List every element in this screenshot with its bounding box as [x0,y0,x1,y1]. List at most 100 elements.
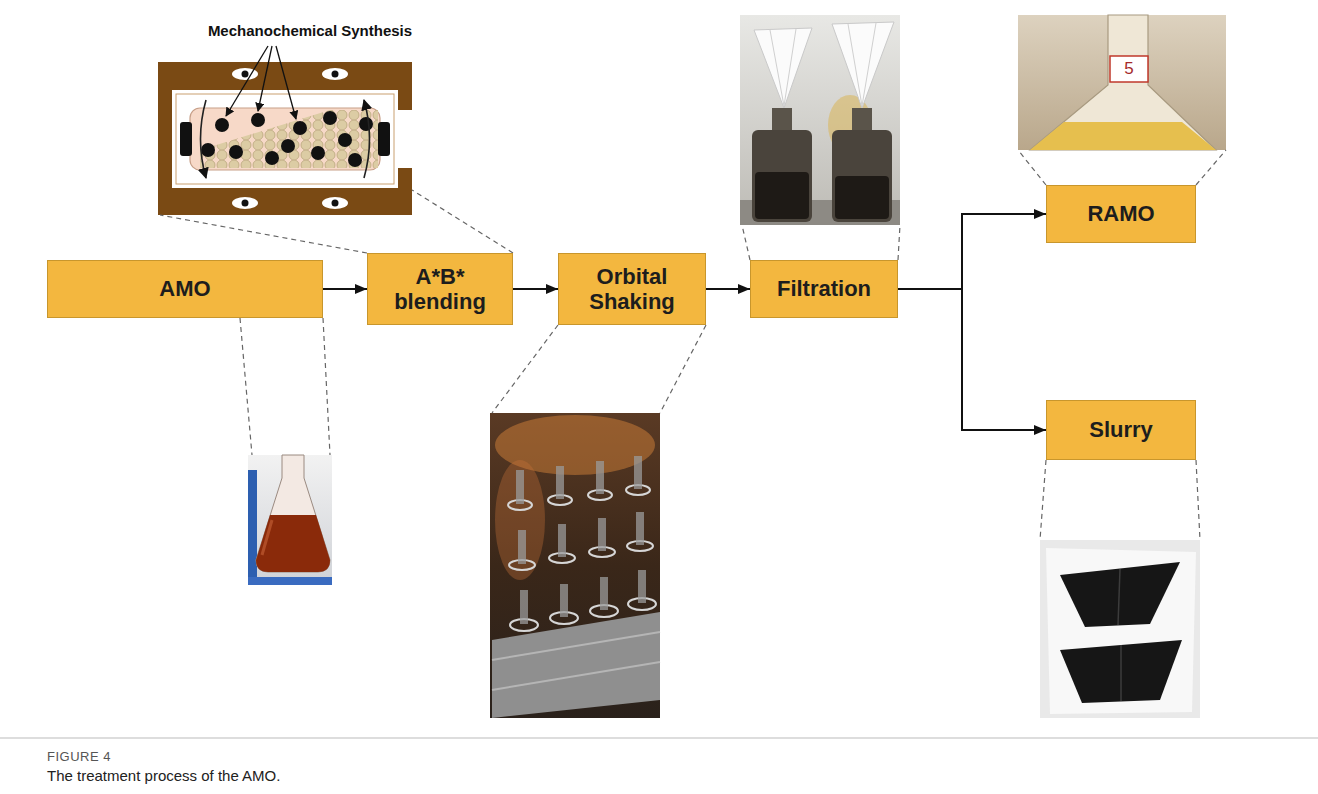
ball-mill-illustration [311,146,325,160]
leader-lines [492,325,558,413]
orbital-shaker-photo [490,413,660,718]
orbital-shaker-photo [558,524,566,557]
ramo-flask-photo [1030,15,1216,150]
ball-mill-illustration [276,46,296,119]
ramo-flask-photo [1018,15,1226,150]
slurry-photo [1060,640,1182,703]
flow-arrow [898,289,1046,430]
ball-mill-illustration [229,145,243,159]
flask-label-number: 5 [1110,56,1148,82]
ball-mill-illustration [364,100,370,178]
ball-mill-illustration [226,46,268,116]
process-box: RAMO [1046,185,1196,243]
ball-mill-illustration [359,117,373,131]
ball-mill-illustration [190,108,380,170]
orbital-shaker-photo [596,461,604,494]
orbital-shaker-photo [492,632,660,660]
ball-mill-illustration [242,71,249,78]
leader-lines [1196,150,1226,185]
leader-lines [898,225,900,260]
leader-lines [160,215,367,253]
amo-flask-photo [248,470,257,585]
slurry-photo [1120,645,1122,701]
ball-mill-illustration [180,122,192,156]
orbital-shaker-photo [508,485,656,631]
figure-caption: The treatment process of the AMO. [47,767,947,785]
ball-mill-illustration [281,139,295,153]
ball-mill-illustration [378,122,390,156]
amo-flask-photo [256,455,330,572]
filtration-photo [862,23,876,106]
process-box: Filtration [750,260,898,318]
slurry-photo [1118,569,1120,625]
leader-lines [1018,150,1046,185]
process-box: A*B* blending [367,253,513,325]
orbital-shaker-photo [520,590,528,624]
box-label: AMO [56,276,314,301]
flow-arrow [323,288,367,290]
amo-flask-photo [248,577,332,585]
amo-flask-photo [248,455,332,585]
flow-arrow [898,214,1046,289]
leader-lines [1196,460,1200,540]
leader-lines [240,318,252,455]
filtration-photo [848,24,862,106]
box-label: RAMO [1055,201,1187,226]
process-box: Slurry [1046,400,1196,460]
orbital-shaker-photo [556,466,564,499]
ball-mill-illustration [258,46,272,111]
orbital-shaker-photo [598,518,606,551]
box-label: Slurry [1055,417,1187,442]
filtration-photo [740,15,900,225]
ball-mill-illustration [293,121,307,135]
ball-mill-illustration [242,200,249,207]
ball-mill-illustration [348,153,362,167]
slurry-photo [1040,540,1200,718]
filtration-photo [784,29,796,106]
ball-mill-illustration [176,94,394,184]
leader-lines [660,325,706,413]
ball-mill-illustration [251,113,265,127]
filtration-photo [832,22,894,108]
orbital-shaker-photo [490,413,660,718]
filtration-photo [740,15,900,225]
filtration-photo [754,28,812,108]
orbital-shaker-photo [634,456,642,489]
box-label: Filtration [759,276,889,301]
ball-mill-illustration [201,100,207,178]
ball-mill-illustration [332,71,339,78]
ball-mill-illustration [215,118,229,132]
amo-flask-photo [262,520,272,555]
slurry-photo [1060,562,1180,627]
leader-lines [412,190,513,253]
ball-mill-illustration [332,200,339,207]
flow-arrow [513,288,558,290]
ball-mill-illustration [201,143,215,157]
filtration-photo [755,172,809,219]
ramo-flask-photo [1018,15,1226,150]
ramo-flask-photo [1110,56,1148,82]
leader-lines [742,225,750,260]
ball-mill-illustration [323,111,337,125]
orbital-shaker-photo [492,612,660,718]
box-label: A*B* blending [376,264,504,315]
ball-mill-illustration [232,197,258,209]
orbital-shaker-photo [518,530,526,564]
process-box: Orbital Shaking [558,253,706,325]
ball-mill-illustration [322,197,348,209]
orbital-shaker-photo [560,584,568,617]
ramo-flask-photo [1030,122,1216,150]
filtration-photo [832,130,892,222]
filtration-photo [835,176,889,219]
ball-mill-illustration [158,62,412,215]
ball-mill-illustration [200,110,378,168]
orbital-shaker-photo [638,570,646,603]
orbital-shaker-photo [495,460,545,580]
flow-arrow [706,288,750,290]
figure-number: FIGURE 4 [47,749,247,765]
filtration-photo [770,30,784,106]
orbital-shaker-photo [492,662,660,690]
